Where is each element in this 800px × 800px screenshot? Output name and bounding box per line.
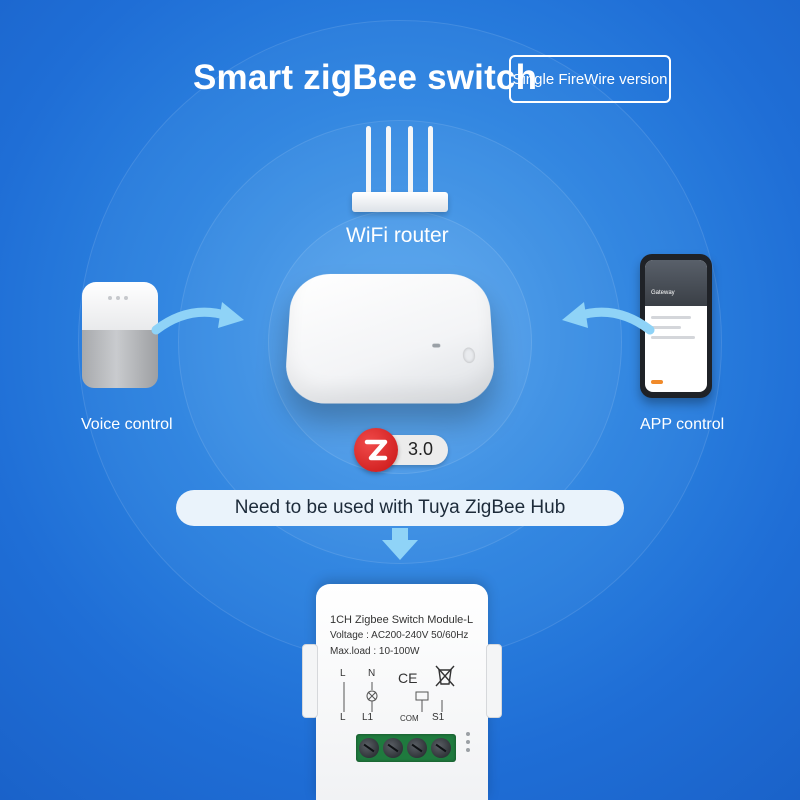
terminal-label-l1: L1 <box>362 712 374 723</box>
weee-bin-icon <box>435 665 455 687</box>
app-control-label: APP control <box>640 416 725 433</box>
signal-ring-middle <box>178 120 622 564</box>
zigbee-version-text: 3.0 <box>408 439 434 459</box>
arrow-left-icon <box>562 302 655 335</box>
ce-mark: CE <box>398 670 418 686</box>
wifi-router-icon <box>350 126 450 214</box>
wiring-diagram-icon <box>343 682 443 712</box>
zigbee-version-badge: 3.0 <box>354 428 450 474</box>
voice-control-label: Voice control <box>81 416 173 433</box>
phone-screen-title: Gateway <box>651 290 675 296</box>
terminal-label-com: COM <box>400 714 419 723</box>
indicator-dots <box>466 732 470 756</box>
module-voltage: Voltage : AC200-240V 50/60Hz <box>330 630 469 641</box>
module-max-load: Max.load : 10-100W <box>330 646 420 657</box>
terminal-block <box>356 734 456 762</box>
smart-speaker-image <box>82 282 158 388</box>
zigbee-hub-image <box>283 273 497 404</box>
module-name: 1CH Zigbee Switch Module-L <box>330 614 474 626</box>
wiring-label-n: N <box>368 668 376 679</box>
wifi-router-label: WiFi router <box>346 224 449 247</box>
switch-module-image: 1CH Zigbee Switch Module-L Voltage : AC2… <box>300 584 502 800</box>
arrow-down-icon <box>382 528 418 560</box>
smartphone-image: Gateway <box>640 254 712 398</box>
arrow-right-icon <box>151 302 244 335</box>
page-title: Smart zigBee switch <box>193 58 538 97</box>
wiring-label-l: L <box>340 668 346 679</box>
version-badge: Single FireWire version <box>509 55 671 103</box>
terminal-label-s1: S1 <box>432 712 445 723</box>
hub-requirement-note: Need to be used with Tuya ZigBee Hub <box>176 490 624 526</box>
terminal-label-l: L <box>340 712 346 723</box>
zigbee-logo-icon <box>354 428 398 472</box>
